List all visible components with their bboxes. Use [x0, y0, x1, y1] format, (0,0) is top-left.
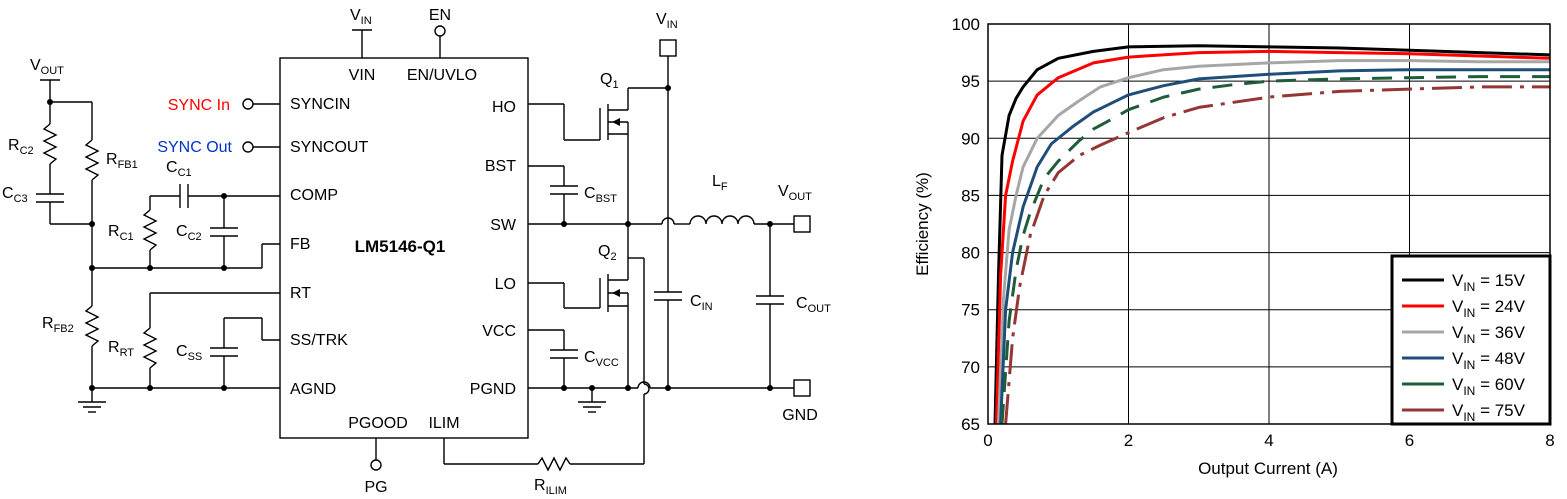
rrt-resistor: [142, 327, 158, 369]
rc2-label: RC2: [8, 137, 34, 157]
series-line-0: [993, 44, 1551, 425]
sync-out-label: SYNC Out: [157, 139, 232, 156]
y-tick-label: 85: [961, 186, 980, 205]
cbst-label: CBST: [584, 185, 617, 205]
cc2-label: CC2: [176, 223, 202, 243]
x-tick-label: 2: [1124, 431, 1133, 450]
rilim-label: RILIM: [534, 477, 567, 497]
pin-vcc: VCC: [482, 323, 516, 340]
series-line-3: [999, 68, 1550, 425]
pin-en-uvlo: EN/UVLO: [407, 67, 477, 84]
y-tick-label: 65: [961, 415, 980, 434]
vin-label-top: VIN: [350, 7, 372, 27]
pin-rt: RT: [290, 285, 311, 302]
pin-pgood: PGOOD: [348, 415, 408, 432]
en-label: EN: [429, 7, 451, 24]
y-tick-label: 70: [961, 358, 980, 377]
rfb1-label: RFB1: [106, 151, 138, 171]
y-tick-label: 100: [952, 15, 980, 34]
cvcc-label: CVCC: [584, 349, 619, 369]
x-tick-label: 6: [1405, 431, 1414, 450]
sync-in-terminal: [242, 98, 254, 110]
pin-ho: HO: [492, 99, 516, 116]
efficiency-chart: 65 70 75 80 85 90 95 100 0 2 4 6 8 Output Current (…: [913, 15, 1555, 478]
en-terminal: [434, 25, 446, 37]
legend-label-3: VIN = 48V: [1452, 349, 1526, 372]
pin-comp: COMP: [290, 187, 338, 204]
rc1-label: RC1: [108, 223, 134, 243]
x-tick-label: 0: [983, 431, 992, 450]
ic-part-label: LM5146-Q1: [355, 237, 446, 256]
rfb1-resistor: [84, 139, 100, 181]
series-line-1: [994, 49, 1551, 425]
rrt-label: RRT: [108, 339, 134, 359]
y-tick-label: 80: [961, 244, 980, 263]
q2-label: Q2: [598, 243, 617, 263]
x-tick-labels: 0 2 4 6 8: [983, 431, 1554, 450]
pin-vin: VIN: [349, 67, 376, 84]
cc3-label: CC3: [2, 185, 28, 205]
lf-inductor: [689, 215, 755, 225]
pin-syncin: SYNCIN: [290, 96, 350, 113]
vin-terminal-right: [659, 39, 677, 57]
y-tick-label: 75: [961, 301, 980, 320]
ic-body: [279, 57, 529, 439]
pin-fb: FB: [290, 236, 310, 253]
legend-label-2: VIN = 36V: [1452, 323, 1526, 346]
rilim-resistor: [537, 456, 571, 472]
rc1-resistor: [142, 209, 158, 251]
vout-label-right: VOUT: [778, 183, 812, 203]
legend-box: [1390, 254, 1552, 426]
gnd-terminal: [793, 379, 811, 397]
legend-label-5: VIN = 75V: [1452, 401, 1526, 424]
pin-lo: LO: [495, 276, 516, 293]
sync-out-terminal: [242, 141, 254, 153]
pin-syncout: SYNCOUT: [290, 139, 368, 156]
ground-symbol-agnd: [78, 401, 106, 413]
pin-ilim: ILIM: [428, 415, 459, 432]
legend-label-1: VIN = 24V: [1452, 297, 1526, 320]
sync-in-label: SYNC In: [168, 97, 230, 114]
y-tick-label: 95: [961, 72, 980, 91]
series-line-2: [997, 59, 1550, 425]
pin-ss-trk: SS/TRK: [290, 332, 348, 349]
chart-legend: VIN = 15V VIN = 24V VIN = 36V VIN = 48V VIN …: [1390, 254, 1552, 426]
plot-frame: [987, 23, 1551, 425]
gnd-label: GND: [782, 407, 818, 424]
rfb2-resistor: [84, 305, 100, 347]
cin-label: CIN: [690, 293, 713, 313]
pin-bst: BST: [485, 158, 516, 175]
rc2-resistor: [42, 123, 58, 165]
rfb2-label: RFB2: [42, 315, 74, 335]
x-tick-label: 4: [1264, 431, 1273, 450]
legend-label-4: VIN = 60V: [1452, 375, 1526, 398]
css-label: CSS: [176, 343, 202, 363]
legend-label-0: VIN = 15V: [1452, 271, 1526, 294]
pg-terminal: [370, 459, 382, 471]
q1-mosfet: [607, 88, 629, 140]
ground-symbol-pgnd: [578, 401, 606, 413]
y-tick-labels: 65 70 75 80 85 90 95 100: [952, 15, 980, 434]
chart-series: [993, 44, 1551, 425]
y-axis-label: Efficiency (%): [913, 172, 932, 276]
series-line-5: [1004, 85, 1550, 425]
pin-agnd: AGND: [290, 381, 336, 398]
q2-mosfet: [607, 274, 629, 312]
pin-pgnd: PGND: [470, 381, 516, 398]
lf-label: LF: [712, 173, 728, 193]
vout-label-left: VOUT: [30, 57, 64, 77]
schematic: LM5146-Q1 SYNCIN SYNCOUT COMP FB RT SS/T…: [2, 7, 831, 497]
q1-label: Q1: [600, 71, 619, 91]
cout-label: COUT: [796, 295, 831, 315]
cc1-label: CC1: [166, 159, 192, 179]
vout-terminal-right: [793, 215, 811, 233]
pin-sw: SW: [490, 217, 517, 234]
x-tick-label: 8: [1545, 431, 1554, 450]
y-tick-label: 90: [961, 129, 980, 148]
vin-label-right: VIN: [656, 11, 678, 31]
x-axis-label: Output Current (A): [1198, 459, 1338, 478]
pg-label: PG: [364, 479, 387, 496]
